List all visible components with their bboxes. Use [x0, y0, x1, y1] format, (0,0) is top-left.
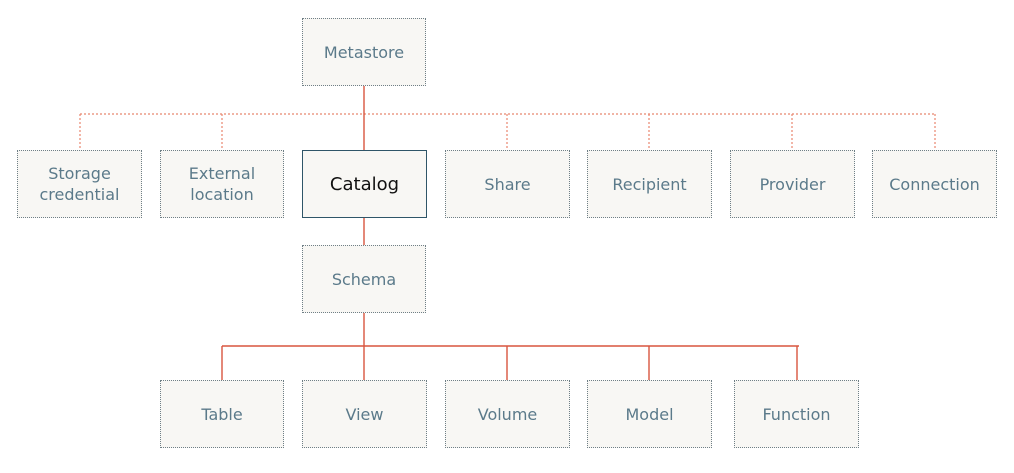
node-view: View: [302, 380, 427, 448]
node-storage-credential-label: Storage credential: [39, 164, 120, 204]
node-share: Share: [445, 150, 570, 218]
node-model: Model: [587, 380, 712, 448]
node-connection-label: Connection: [889, 174, 980, 194]
node-recipient-label: Recipient: [612, 174, 687, 194]
node-metastore-label: Metastore: [323, 42, 405, 62]
node-external-location: External location: [160, 150, 284, 218]
node-view-label: View: [345, 404, 384, 424]
node-volume-label: Volume: [477, 404, 538, 424]
node-storage-credential: Storage credential: [17, 150, 142, 218]
node-table: Table: [160, 380, 284, 448]
node-external-location-label: External location: [188, 164, 256, 204]
node-catalog-label: Catalog: [329, 173, 400, 195]
node-recipient: Recipient: [587, 150, 712, 218]
node-provider-label: Provider: [759, 174, 826, 194]
node-schema-label: Schema: [331, 269, 397, 289]
node-function-label: Function: [762, 404, 831, 424]
node-function: Function: [734, 380, 859, 448]
node-volume: Volume: [445, 380, 570, 448]
node-model-label: Model: [625, 404, 674, 424]
node-catalog: Catalog: [302, 150, 427, 218]
node-metastore: Metastore: [302, 18, 426, 86]
node-connection: Connection: [872, 150, 997, 218]
node-share-label: Share: [484, 174, 531, 194]
node-table-label: Table: [201, 404, 243, 424]
node-provider: Provider: [730, 150, 855, 218]
node-schema: Schema: [302, 245, 426, 313]
